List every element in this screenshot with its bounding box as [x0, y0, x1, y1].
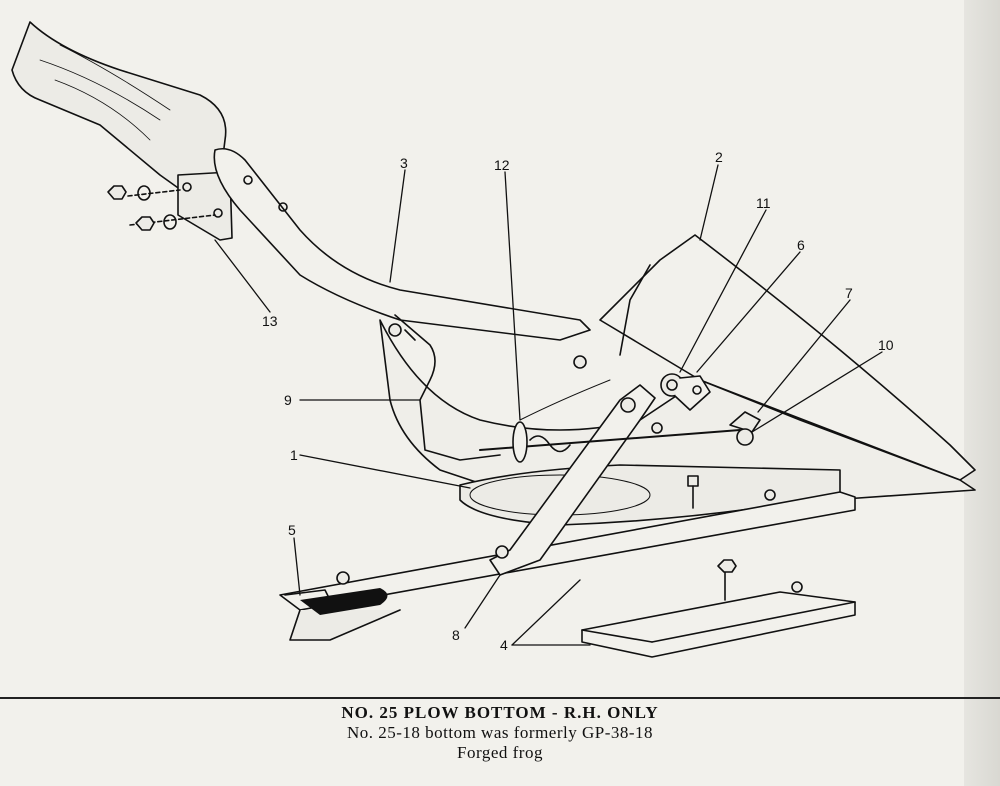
plow-bottom-diagram: 1 2 3 4 5 6 7 8 9 10 11 12 13: [11, 21, 976, 658]
callout-1: 1: [290, 447, 298, 463]
caption-title: NO. 25 PLOW BOTTOM - R.H. ONLY: [341, 703, 659, 722]
caption-rule: [0, 697, 1000, 699]
callout-3: 3: [400, 155, 408, 171]
callout-11: 11: [756, 195, 771, 211]
landside-4: [279, 491, 856, 641]
rod-12: [479, 421, 741, 463]
callout-12: 12: [494, 157, 510, 173]
moldboard-2: [599, 234, 976, 481]
eyebolt-11: [660, 373, 711, 411]
strap-13: [107, 171, 233, 241]
callout-labels: 1 2 3 4 5 6 7 8 9 10 11 12 13: [262, 149, 894, 653]
callout-4: 4: [500, 637, 508, 653]
callout-13: 13: [262, 313, 278, 329]
frog: [379, 319, 976, 503]
caption-line-2: No. 25-18 bottom was formerly GP-38-18: [346, 723, 654, 742]
callout-7: 7: [845, 285, 853, 301]
callout-6: 6: [797, 237, 805, 253]
callout-9: 9: [284, 392, 292, 408]
callout-2: 2: [715, 149, 723, 165]
page-edge-shadow: [964, 0, 1000, 786]
callout-5: 5: [288, 522, 296, 538]
leader-lines: [214, 164, 883, 646]
brace-3: [213, 147, 591, 341]
callout-8: 8: [452, 627, 460, 643]
bracket-9: [388, 314, 501, 461]
caption: NO. 25 PLOW BOTTOM - R.H. ONLY No. 25-18…: [0, 703, 1000, 763]
wingnut-7: [729, 411, 761, 446]
callout-10: 10: [878, 337, 894, 353]
bolts: [336, 355, 699, 585]
caption-line-3: Forged frog: [457, 743, 543, 762]
brace-8: [489, 384, 656, 576]
plate-4: [581, 559, 856, 658]
